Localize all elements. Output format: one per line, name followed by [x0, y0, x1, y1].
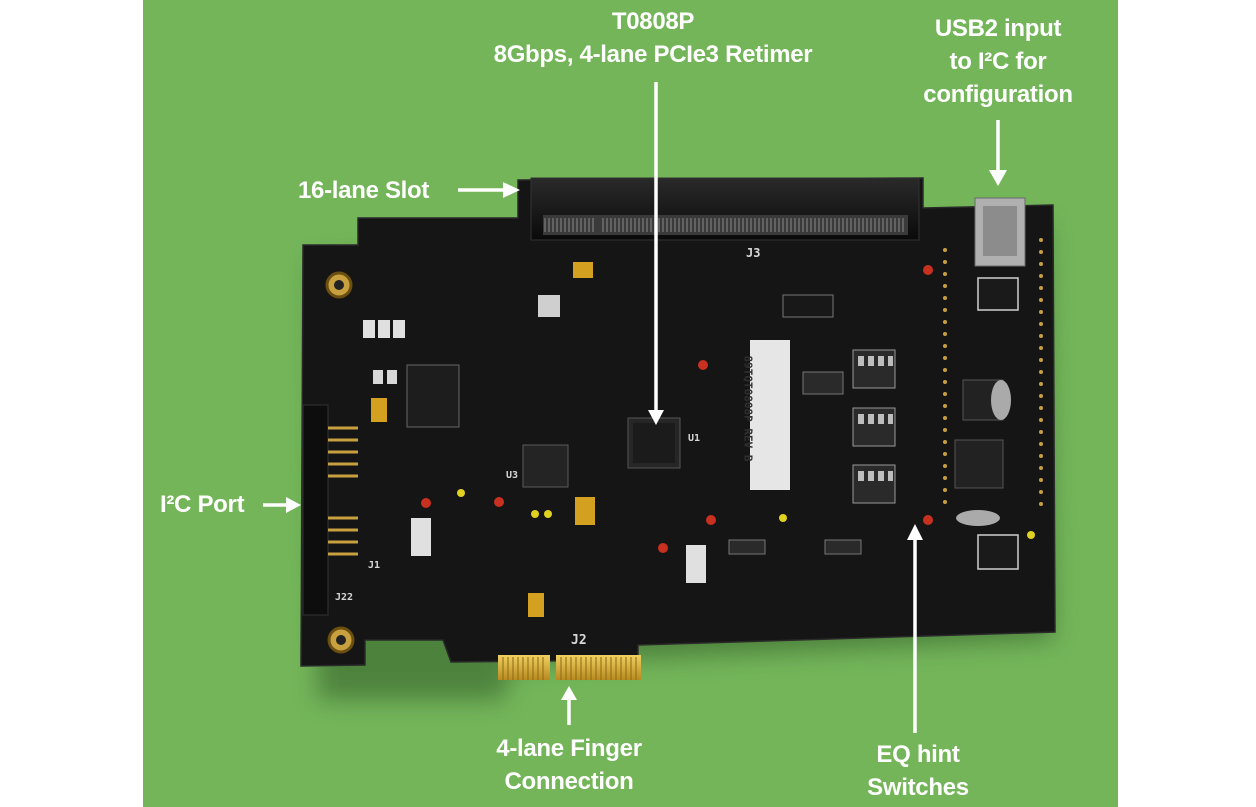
j3-marking: J3: [746, 246, 761, 260]
usb-label-line2: to I²C for: [949, 48, 1047, 75]
part-label: [750, 340, 790, 490]
edge-finger-left: [498, 655, 550, 680]
usb-label-line1: USB2 input: [934, 15, 1062, 42]
j22-marking: J22: [335, 592, 354, 603]
u1-marking: U1: [688, 433, 701, 444]
photo-stage: 89TQT0808P REV B J2 J3 J1 J22 U1 U3 T080…: [143, 0, 1118, 807]
slot-label: 16-lane Slot: [298, 177, 430, 204]
retimer-label-line1: T0808P: [611, 8, 695, 35]
eq-label-line1: EQ hint: [876, 741, 960, 768]
j2-marking: J2: [571, 633, 587, 648]
eq-label: EQ hint Switches: [843, 738, 993, 804]
slot-pins: [544, 218, 904, 232]
small-components: [363, 262, 1011, 617]
board-illustration: [263, 82, 1056, 733]
chip-mcu: [954, 439, 1004, 489]
finger-label-line2: Connection: [504, 768, 634, 795]
usb-label-line3: configuration: [923, 81, 1073, 108]
i2c-port-label: I²C Port: [160, 491, 245, 518]
right-pin-header: [943, 238, 1043, 506]
eq-switch-bank: [852, 349, 896, 504]
chip-regulator: [406, 364, 460, 428]
retimer-label: T0808P 8Gbps, 4-lane PCIe3 Retimer: [463, 5, 843, 71]
u3-marking: U3: [506, 470, 519, 481]
finger-label: 4-lane Finger Connection: [469, 732, 669, 798]
finger-label-line1: 4-lane Finger: [496, 735, 642, 762]
i2c-header: [302, 404, 329, 616]
usb-label: USB2 input to I²C for configuration: [903, 12, 1093, 111]
eq-label-line2: Switches: [867, 774, 969, 801]
leds: [421, 265, 1035, 553]
edge-finger-right: [556, 655, 641, 680]
annotation-arrows: [263, 82, 1007, 733]
chip-u3: [522, 444, 569, 488]
retimer-label-line2: 8Gbps, 4-lane PCIe3 Retimer: [493, 41, 813, 68]
chip-eeprom: [977, 277, 1019, 311]
chip-u8: [977, 534, 1019, 570]
label-block-text: 89TQT0808P REV B: [741, 355, 755, 462]
j1-marking: J1: [368, 560, 381, 571]
